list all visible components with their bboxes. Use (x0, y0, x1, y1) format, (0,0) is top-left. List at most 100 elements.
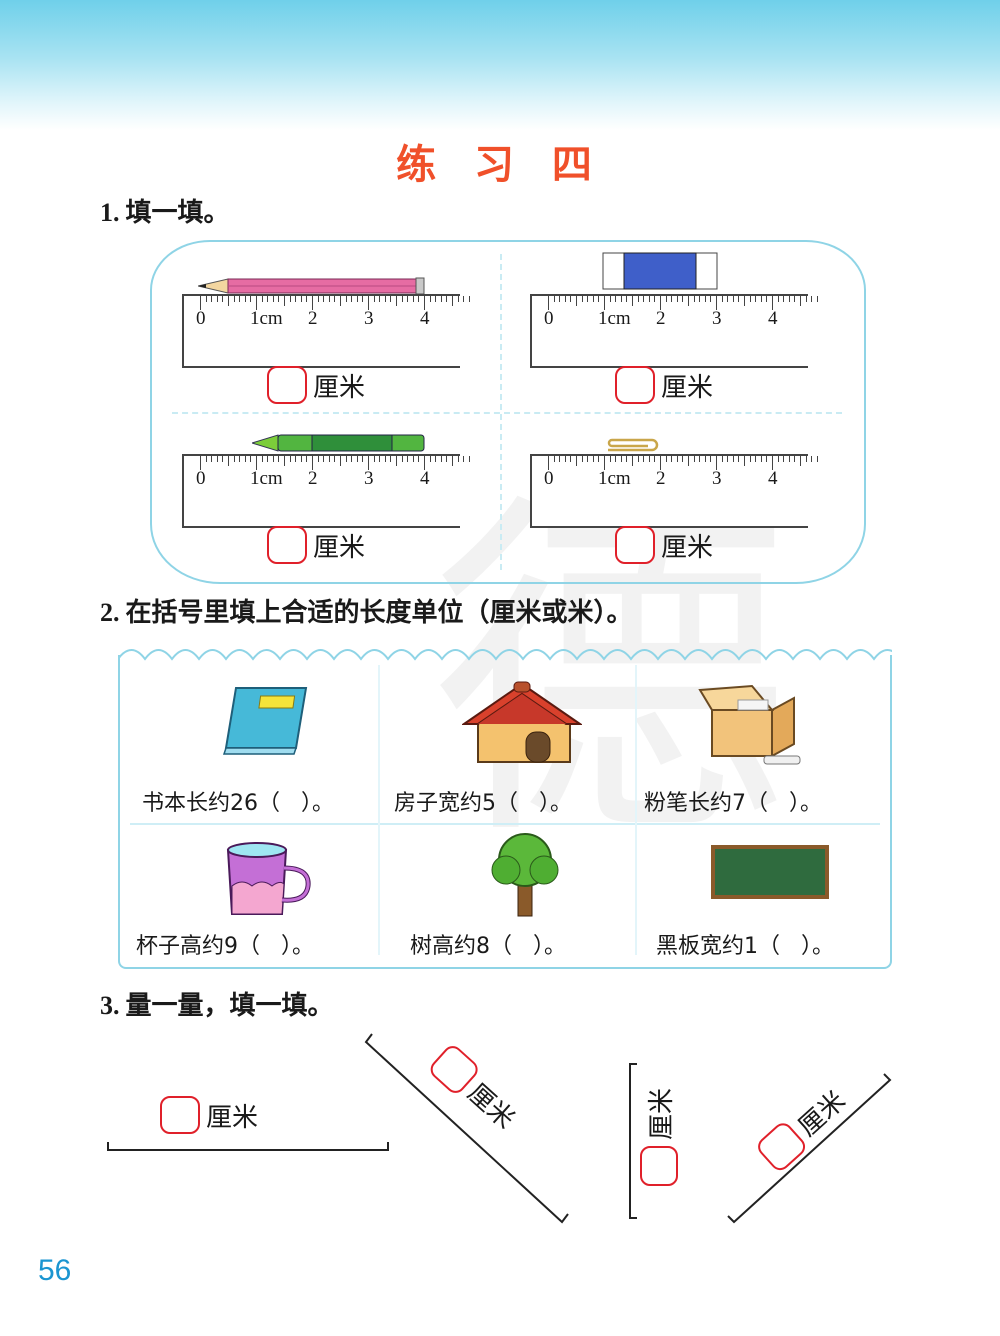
ruler-tick (368, 296, 369, 310)
ruler-label-3: 3 (364, 468, 374, 489)
paperclip-icon (607, 438, 659, 452)
q2-sentence-book: 书本长约26（ ）。 (142, 791, 334, 816)
ruler-tick (222, 456, 224, 462)
ruler-tick (429, 456, 431, 462)
q1-cell-paperclip: 0 1cm 2 3 4 厘米 (500, 430, 818, 590)
ruler-tick (452, 456, 453, 466)
q1-answer-row: 厘米 (615, 526, 815, 566)
ruler-tick (744, 296, 745, 306)
ruler-tick (244, 296, 246, 302)
answer-box[interactable] (615, 366, 655, 404)
ruler-tick (267, 296, 269, 302)
ruler-label-4: 4 (768, 308, 778, 329)
ruler-tick (693, 296, 695, 302)
ruler-tick (356, 456, 358, 462)
ruler-tick (783, 296, 785, 302)
answer-box[interactable] (640, 1146, 678, 1186)
tree-icon (491, 833, 559, 917)
ruler-tick (632, 296, 633, 306)
page-title: 练 习 四 (396, 142, 604, 188)
ruler-tick (766, 296, 768, 302)
q1-answer-row: 厘米 (615, 366, 815, 406)
blackboard-icon (711, 845, 829, 899)
ruler-tick (396, 296, 397, 306)
unit-label: 厘米 (206, 1102, 259, 1133)
unit-label: 厘米 (661, 532, 714, 563)
answer-box[interactable] (615, 526, 655, 564)
ruler-tick (576, 296, 577, 306)
ruler-tick (368, 456, 369, 470)
segment-diagonal-up (727, 1073, 892, 1224)
ruler-tick (200, 456, 201, 470)
q1-cell-pencil: 0 1cm 2 3 4 厘米 (152, 270, 470, 430)
q3-answer-vertical: 厘米 (640, 1088, 678, 1186)
ruler-label-3: 3 (712, 468, 722, 489)
ruler-tick (200, 296, 201, 310)
ruler-tick (699, 456, 701, 462)
ruler-tick (772, 296, 773, 310)
ruler-tick (777, 456, 779, 462)
ruler-tick (587, 296, 589, 302)
ruler-label-2: 2 (308, 468, 318, 489)
ruler-tick (440, 296, 442, 302)
ruler-label-4: 4 (768, 468, 778, 489)
ruler-tick (289, 456, 291, 462)
ruler-tick (811, 296, 813, 302)
chalk-box-icon (698, 684, 801, 765)
ruler-tick (278, 296, 280, 302)
q1-divider-horizontal (172, 412, 842, 414)
ruler-tick (609, 296, 611, 302)
ruler-tick (788, 296, 790, 302)
ruler-label-1: 1cm (598, 468, 631, 489)
ruler-tick (805, 296, 807, 302)
ruler-tick (732, 296, 734, 302)
ruler-tick (412, 296, 414, 302)
q1-heading: 1.填一填。 (100, 192, 230, 229)
ruler-label-1: 1cm (250, 308, 283, 329)
ruler-tick (452, 296, 453, 306)
ruler-tick (564, 296, 566, 302)
ruler-tick (794, 456, 796, 462)
header-gradient-band (0, 0, 1000, 130)
ruler-tick (345, 456, 347, 462)
ruler-tick (284, 296, 285, 306)
ruler-tick (749, 296, 751, 302)
ruler-label-1: 1cm (598, 308, 631, 329)
answer-box[interactable] (267, 526, 307, 564)
ruler: 0 1cm 2 3 4 (182, 454, 470, 528)
page-number: 56 (38, 1254, 72, 1287)
ruler-tick (581, 296, 583, 302)
ruler-tick (794, 296, 796, 302)
answer-box[interactable] (267, 366, 307, 404)
ruler-tick (559, 456, 561, 462)
ruler-tick (261, 456, 263, 462)
ruler-tick (373, 456, 375, 462)
ruler-tick (609, 456, 611, 462)
q1-cell-eraser: 0 1cm 2 3 4 厘米 (500, 252, 818, 430)
ruler-tick (345, 296, 347, 302)
ruler-tick (654, 456, 656, 462)
answer-box[interactable] (160, 1096, 200, 1134)
scalloped-edge (118, 649, 892, 661)
ruler-tick (340, 296, 341, 306)
q1-prompt: 填一填。 (125, 198, 230, 228)
q2-sentence-blackboard: 黑板宽约1（ ）。 (656, 934, 834, 959)
ruler-tick (604, 456, 605, 470)
q1-frame (150, 240, 866, 584)
ruler-tick (295, 456, 297, 462)
ruler-tick (766, 456, 768, 462)
ruler-tick (272, 456, 274, 462)
ruler-tick (468, 456, 470, 462)
ruler-tick (772, 456, 773, 470)
ruler-tick (665, 296, 667, 302)
ruler-tick (688, 296, 689, 306)
ruler-tick (660, 456, 661, 470)
ruler-tick (615, 296, 617, 302)
ruler-tick (379, 296, 381, 302)
ruler-tick (693, 456, 695, 462)
ruler-tick (390, 296, 392, 302)
ruler-tick (716, 296, 717, 310)
q2-sentence-chalk: 粉笔长约7（ ）。 (644, 791, 822, 816)
ruler-tick (362, 456, 364, 462)
